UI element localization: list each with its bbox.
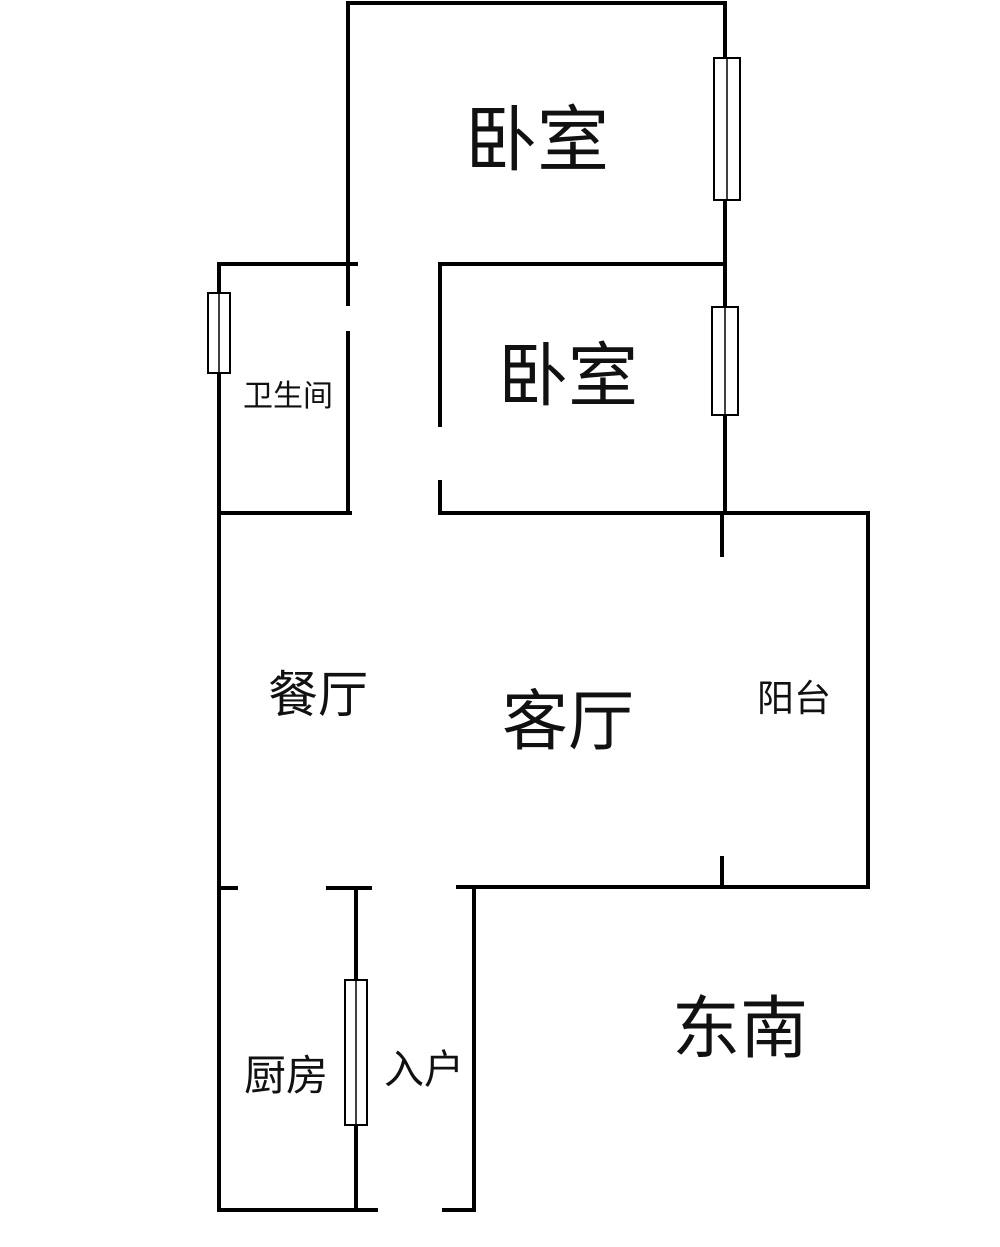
bathroom-label: 卫生间 — [243, 379, 333, 414]
top-bedroom-window — [713, 57, 741, 201]
middle-bedroom-label: 卧室 — [498, 335, 638, 417]
top-bedroom-label: 卧室 — [465, 98, 609, 182]
living-room-label: 客厅 — [502, 683, 634, 760]
kitchen-window — [344, 979, 368, 1126]
room-labels: 卧室 卧室 卫生间 餐厅 客厅 阳台 厨房 入户 东南 — [243, 98, 831, 1100]
balcony-label: 阳台 — [757, 677, 831, 720]
kitchen-label: 厨房 — [244, 1051, 328, 1100]
entrance-label: 入户 — [384, 1047, 464, 1093]
windows — [207, 57, 741, 1126]
walls — [217, 1, 870, 1212]
middle-bedroom-window — [711, 306, 739, 416]
orientation-label: 东南 — [672, 990, 808, 1069]
bathroom-window — [207, 292, 231, 374]
dining-room-label: 餐厅 — [268, 666, 368, 724]
